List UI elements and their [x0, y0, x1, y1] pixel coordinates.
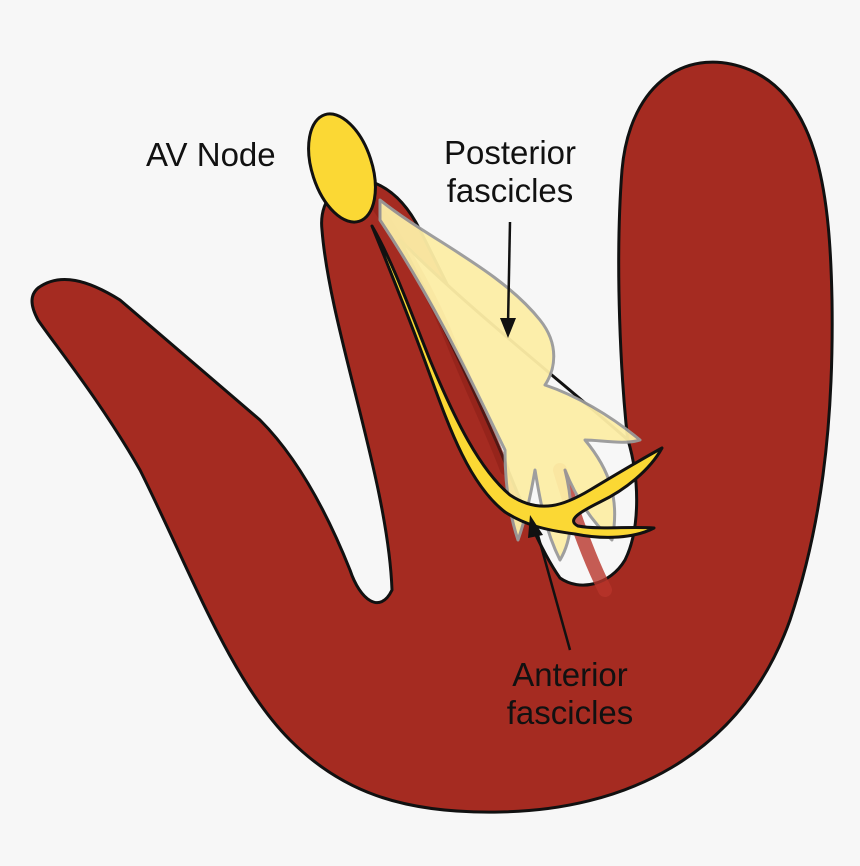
anterior-arrow-shaft — [534, 527, 572, 651]
anterior-fascicles-label: Anterior fascicles — [478, 656, 662, 732]
posterior-label-line1: Posterior — [443, 134, 577, 171]
his-bundle-and-anterior-fascicles — [370, 224, 664, 539]
anterior-label-line1: Anterior — [512, 656, 628, 693]
anterior-label-line2: fascicles — [506, 694, 634, 731]
ventricle-wall — [30, 60, 834, 814]
posterior-arrow-head — [500, 318, 516, 338]
posterior-arrow-shaft — [506, 221, 512, 326]
av-node — [307, 112, 377, 224]
posterior-label-line2: fascicles — [446, 172, 574, 209]
av-node-label: AV Node — [146, 136, 276, 173]
posterior-fascicles-label: Posterior fascicles — [420, 134, 600, 210]
anterior-arrow-head — [528, 515, 543, 538]
